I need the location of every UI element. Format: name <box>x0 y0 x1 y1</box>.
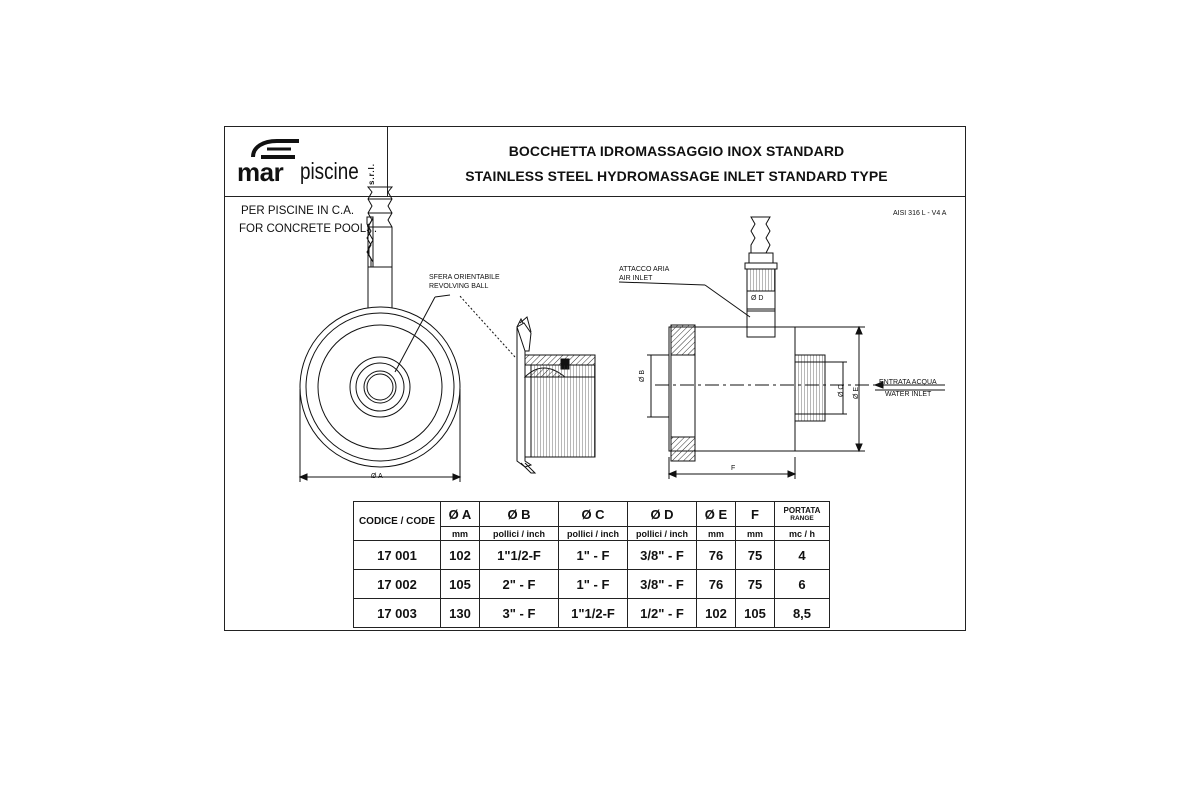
cell-b: 2" - F <box>479 569 559 599</box>
label-attacco-en: AIR INLET <box>619 275 653 282</box>
table-header-row: CODICE / CODE Ø A Ø B Ø C Ø D Ø E F PORT… <box>353 501 830 541</box>
unit-cell: pollici / inch <box>479 526 559 541</box>
table-row: 17 003 130 3" - F 1"1/2-F 1/2" - F 102 1… <box>353 598 830 628</box>
dimension-a: Ø A <box>371 473 383 480</box>
cell-e: 76 <box>696 540 736 570</box>
cell-f: 75 <box>735 569 775 599</box>
cell-d: 3/8" - F <box>627 569 697 599</box>
header-f: F <box>735 501 775 527</box>
title-italian: BOCCHETTA IDROMASSAGGIO INOX STANDARD <box>508 143 845 159</box>
cell-c: 1"1/2-F <box>558 598 628 628</box>
cell-e: 102 <box>696 598 736 628</box>
technical-drawing <box>298 186 945 482</box>
label-entrata-it: ENTRATA ACQUA <box>879 379 937 386</box>
cell-c: 1" - F <box>558 569 628 599</box>
spec-table: CODICE / CODE Ø A Ø B Ø C Ø D Ø E F PORT… <box>353 501 830 628</box>
label-sfera-it: SFERA ORIENTABILE <box>429 274 500 281</box>
unit-cell: mm <box>696 526 736 541</box>
title-english: STAINLESS STEEL HYDROMASSAGE INLET STAND… <box>465 168 888 184</box>
front-view <box>298 186 462 482</box>
note-english: FOR CONCRETE POOLS. <box>239 223 378 235</box>
dimension-c: Ø C <box>838 384 845 397</box>
dimension-b: Ø B <box>639 369 646 382</box>
cell-f: 105 <box>735 598 775 628</box>
cell-a: 102 <box>440 540 480 570</box>
table-row: 17 001 102 1"1/2-F 1" - F 3/8" - F 76 75… <box>353 540 830 570</box>
unit-cell: mc / h <box>774 526 830 541</box>
cell-d: 3/8" - F <box>627 540 697 570</box>
label-attacco-it: ATTACCO ARIA <box>619 266 670 273</box>
cell-code: 17 002 <box>353 569 441 599</box>
logo-block: mar piscine s.r.l. <box>225 127 388 197</box>
cell-b: 3" - F <box>479 598 559 628</box>
header-b: Ø B <box>479 501 559 527</box>
header-c: Ø C <box>558 501 628 527</box>
header-portata: PORTATA RANGE <box>774 501 830 527</box>
side-section-view <box>458 294 596 474</box>
note-italian: PER PISCINE IN C.A. <box>241 205 355 217</box>
unit-cell: pollici / inch <box>627 526 697 541</box>
logo-name: piscine <box>300 158 359 184</box>
header-a: Ø A <box>440 501 480 527</box>
cell-b: 1"1/2-F <box>479 540 559 570</box>
material-spec: AISI 316 L - V4 A <box>893 210 947 217</box>
unit-cell: pollici / inch <box>558 526 628 541</box>
dimension-d: Ø D <box>751 295 764 302</box>
cell-code: 17 003 <box>353 598 441 628</box>
cell-e: 76 <box>696 569 736 599</box>
right-section-view <box>618 216 945 479</box>
cell-portata: 8,5 <box>774 598 830 628</box>
cell-f: 75 <box>735 540 775 570</box>
dimension-e: Ø E <box>853 386 860 399</box>
title-block: BOCCHETTA IDROMASSAGGIO INOX STANDARD ST… <box>388 127 965 197</box>
header-code: CODICE / CODE <box>353 501 441 541</box>
cell-portata: 6 <box>774 569 830 599</box>
table-row: 17 002 105 2" - F 1" - F 3/8" - F 76 75 … <box>353 569 830 599</box>
drawing-sheet: mar piscine s.r.l. BOCCHETTA IDROMASSAGG… <box>224 126 966 631</box>
cell-code: 17 001 <box>353 540 441 570</box>
cell-c: 1" - F <box>558 540 628 570</box>
header-portata-en: RANGE <box>790 515 814 522</box>
cell-a: 130 <box>440 598 480 628</box>
cell-a: 105 <box>440 569 480 599</box>
logo-mark-icon <box>251 139 299 159</box>
label-sfera-en: REVOLVING BALL <box>429 283 489 290</box>
unit-cell: mm <box>440 526 480 541</box>
unit-cell: mm <box>735 526 775 541</box>
header-portata-it: PORTATA <box>783 506 821 515</box>
label-entrata-en: WATER INLET <box>885 391 932 398</box>
header-d: Ø D <box>627 501 697 527</box>
logo-brand: mar <box>237 157 284 187</box>
cell-portata: 4 <box>774 540 830 570</box>
header-e: Ø E <box>696 501 736 527</box>
cell-d: 1/2" - F <box>627 598 697 628</box>
dimension-f: F <box>731 465 736 472</box>
